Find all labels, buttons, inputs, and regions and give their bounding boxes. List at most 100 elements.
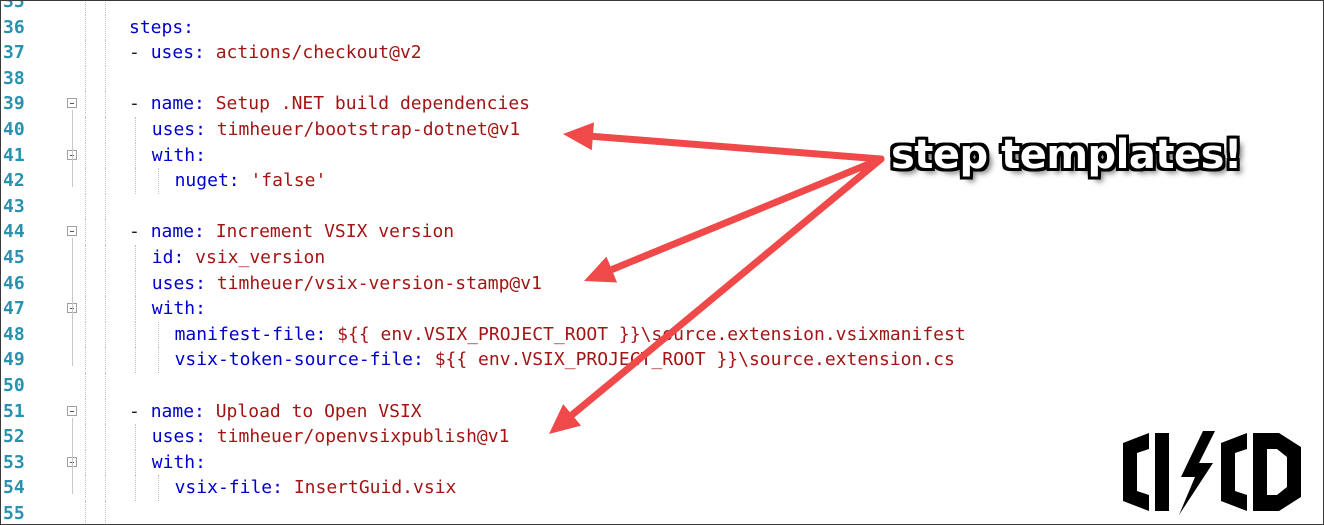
indent-guide xyxy=(135,296,136,322)
yaml-key: manifest-file: xyxy=(174,323,338,345)
yaml-key: uses: xyxy=(151,272,217,294)
indent-guide xyxy=(105,296,106,322)
indent-guide xyxy=(105,168,106,194)
code-line: 51 - name: Upload to Open VSIX xyxy=(1,399,1323,425)
indent-guide xyxy=(135,117,136,143)
yaml-key: uses: xyxy=(151,119,217,140)
yaml-key: with: xyxy=(151,298,206,320)
cicd-logo xyxy=(1119,429,1305,515)
yaml-key: uses: xyxy=(151,426,217,448)
indent-guide xyxy=(135,321,136,348)
list-dash: - xyxy=(129,400,151,422)
indent-guide xyxy=(105,14,106,41)
yaml-value: 'false' xyxy=(250,170,327,192)
indent-guide xyxy=(105,117,106,143)
indent-guide xyxy=(85,296,86,322)
line-number: 35 xyxy=(3,0,25,12)
yaml-value: actions/checkout@v2 xyxy=(215,42,422,64)
yaml-key: name: xyxy=(150,93,216,115)
code-line: 45 id: vsix_version xyxy=(1,245,1323,271)
indent-guide xyxy=(105,270,106,297)
indent-guide xyxy=(105,91,106,117)
yaml-key: uses: xyxy=(150,42,216,64)
code-line: 36 steps: xyxy=(1,15,1323,41)
indent-guide xyxy=(105,321,106,348)
code-line: 50 xyxy=(1,373,1323,399)
code-line: 54 vsix-file: InsertGuid.vsix xyxy=(1,475,1323,501)
code-text: with: xyxy=(152,296,206,322)
indent-guide xyxy=(85,424,86,450)
yaml-value: Upload to Open VSIX xyxy=(215,400,422,422)
indent-guide xyxy=(105,449,106,476)
yaml-value: InsertGuid.vsix xyxy=(293,477,457,499)
indent-guide xyxy=(105,424,106,450)
yaml-key: vsix-token-source-file: xyxy=(174,349,435,371)
indent-guide xyxy=(105,347,106,373)
indent-guide xyxy=(105,193,106,220)
arrow-head xyxy=(584,256,618,283)
indent-guide xyxy=(105,373,106,399)
yaml-key: vsix-file: xyxy=(174,477,294,499)
line-number: 53 xyxy=(3,451,25,473)
line-number: 54 xyxy=(3,477,25,499)
yaml-key: name: xyxy=(150,221,216,243)
yaml-key: with: xyxy=(151,144,206,166)
yaml-key: steps: xyxy=(129,16,195,38)
code-text: with: xyxy=(152,450,206,476)
indent-guide xyxy=(135,347,136,373)
indent-guide xyxy=(85,398,86,425)
line-number: 47 xyxy=(3,298,25,320)
yaml-value: ${{ env.VSIX_PROJECT_ROOT }}\source.exte… xyxy=(434,349,955,371)
collapse-toggle-icon[interactable] xyxy=(67,405,77,416)
arrow-shaft xyxy=(568,155,885,419)
indent-guide xyxy=(105,65,106,92)
indent-guide xyxy=(85,270,86,297)
indent-guide xyxy=(105,475,106,501)
code-line: 37- uses: actions/checkout@v2 xyxy=(1,40,1323,66)
code-line: 43 xyxy=(1,194,1323,220)
line-number: 51 xyxy=(3,400,25,422)
indent-guide xyxy=(85,168,86,194)
line-number: 43 xyxy=(3,195,25,217)
arrow-shaft xyxy=(608,155,885,274)
indent-guide xyxy=(135,270,136,297)
yaml-value: Increment VSIX version xyxy=(215,221,455,243)
code-text: - name: Upload to Open VSIX xyxy=(129,399,422,425)
list-dash: - xyxy=(129,221,151,243)
collapse-toggle-icon[interactable] xyxy=(67,98,77,109)
step-templates-callout: step templates! xyxy=(891,132,1242,178)
indent-guide xyxy=(85,40,86,66)
indent-guide xyxy=(105,1,106,15)
indent-guide xyxy=(105,219,106,245)
yaml-value: timheuer/bootstrap-dotnet@v1 xyxy=(216,119,521,140)
yaml-value: vsix_version xyxy=(195,247,326,268)
indent-guide xyxy=(157,347,159,373)
line-number: 42 xyxy=(3,170,25,192)
line-number: 45 xyxy=(3,247,25,268)
yaml-value: ${{ env.VSIX_PROJECT_ROOT }}\source.exte… xyxy=(337,323,966,345)
line-number: 39 xyxy=(3,93,25,115)
code-line: 44- name: Increment VSIX version xyxy=(1,219,1323,245)
code-text: - name: Setup .NET build dependencies xyxy=(129,91,530,117)
fold-region-line xyxy=(72,417,73,495)
indent-guide xyxy=(85,65,86,92)
indent-guide xyxy=(85,501,86,524)
line-number: 36 xyxy=(3,16,25,38)
indent-guide xyxy=(85,14,86,41)
fold-region-line xyxy=(72,110,73,188)
cicd-logo-graphic xyxy=(1123,431,1301,515)
indent-guide xyxy=(135,449,136,476)
line-number: 46 xyxy=(3,272,25,294)
code-text: id: vsix_version xyxy=(152,245,325,271)
code-line: 35 xyxy=(1,0,1323,15)
line-number: 38 xyxy=(3,67,25,89)
indent-guide xyxy=(85,193,86,220)
indent-guide xyxy=(105,501,106,524)
yaml-value: timheuer/openvsixpublish@v1 xyxy=(216,426,510,448)
collapse-toggle-icon[interactable] xyxy=(67,226,77,237)
indent-guide xyxy=(157,475,159,501)
